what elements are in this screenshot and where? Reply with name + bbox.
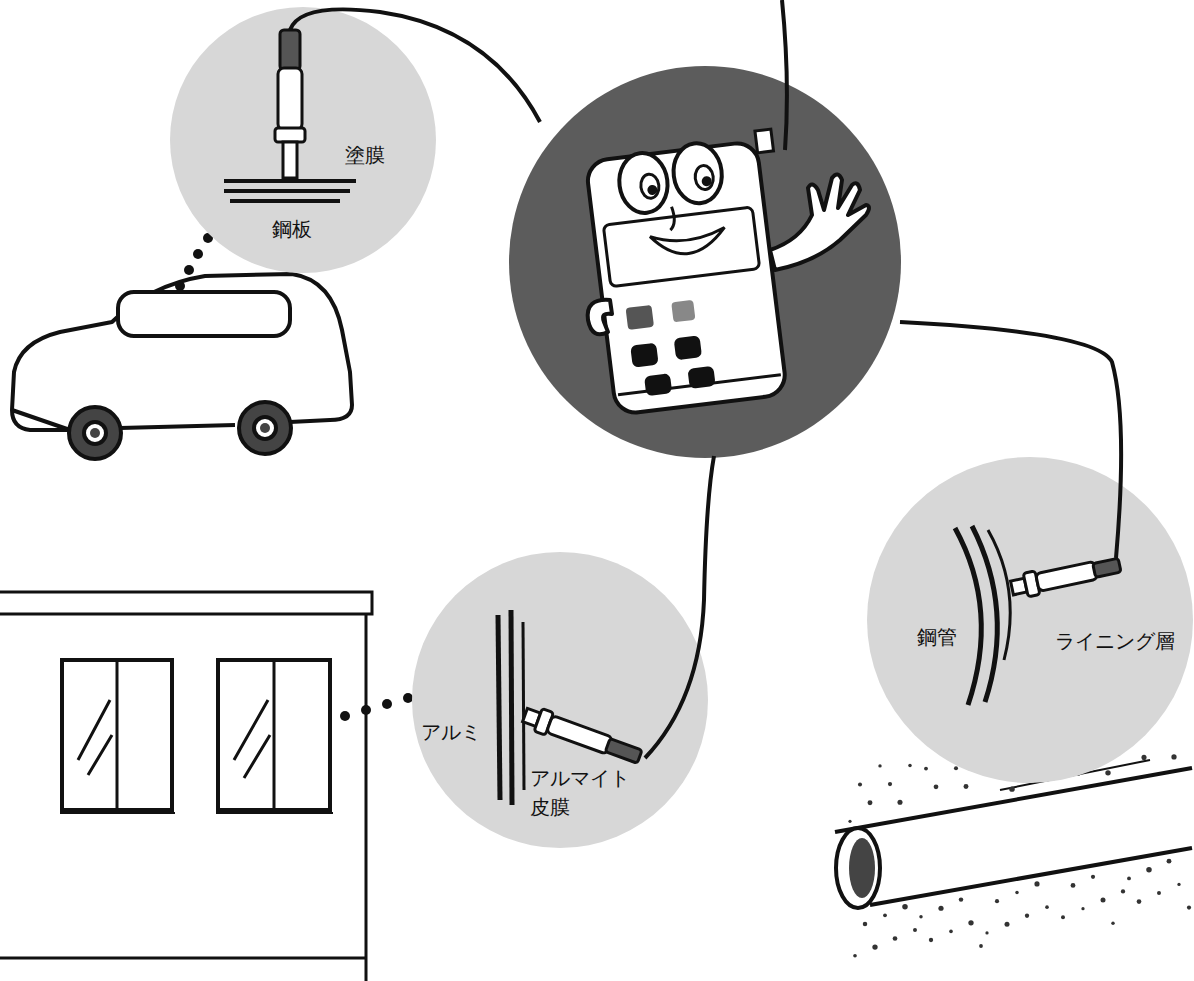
soil-dot [1101, 898, 1106, 903]
soil-dot [1141, 755, 1146, 760]
soil-dot [1071, 883, 1076, 888]
soil-dot [868, 800, 873, 805]
soil-dot [1171, 754, 1176, 759]
soil-dot [968, 920, 973, 925]
label-holder: アルマイト 皮膜 [530, 764, 638, 822]
soil-dot [1167, 859, 1172, 864]
soil-dot [934, 784, 939, 789]
soil-dot [1157, 891, 1161, 895]
soil-dot [964, 784, 969, 789]
soil-dot [853, 954, 857, 958]
probe-cable [290, 0, 1121, 758]
label-holder: 鋼板 [272, 215, 312, 244]
soil-dot [954, 766, 958, 770]
soil-dot [1081, 907, 1084, 910]
probe [521, 704, 644, 768]
building [0, 592, 372, 981]
soil-dot [985, 931, 988, 934]
material-label: アルミ [421, 718, 481, 747]
soil-dot [919, 915, 922, 918]
callout-circle: 鋼管 ライニング層 [867, 457, 1193, 783]
soil-dot [1005, 922, 1010, 927]
soil-dot [848, 820, 851, 823]
label-holder: 塗膜 [345, 141, 385, 170]
soil-dot [1187, 906, 1191, 910]
soil-dot [1015, 891, 1018, 894]
center-circle [509, 66, 901, 458]
material-label: 鋼板 [272, 215, 312, 244]
soil-dot [924, 767, 928, 771]
soil-dot [1121, 889, 1125, 893]
soil-dot [1111, 922, 1114, 925]
soil-dot [938, 906, 943, 911]
steel-plate [224, 181, 356, 201]
soil-dot [1127, 876, 1131, 880]
soil-dot [902, 904, 908, 910]
soil-dot [1045, 905, 1049, 909]
soil-dot [888, 782, 892, 786]
material-label: ライニング層 [1055, 627, 1175, 656]
aluminium-plate [498, 610, 524, 805]
label-holder: ライニング層 [1055, 627, 1175, 656]
soil-dot [979, 944, 983, 948]
soil-dot [1177, 883, 1180, 886]
soil-dot [863, 922, 867, 926]
soil-dot [1025, 914, 1029, 918]
mascot-hand [588, 174, 869, 334]
material-label: 鋼管 [917, 623, 957, 652]
soil-dot [872, 944, 877, 949]
probe [1010, 553, 1123, 599]
pipe-wall [955, 526, 1010, 705]
soil-dot [1091, 875, 1095, 879]
soil-dot [893, 936, 898, 941]
label-holder: アルミ [421, 718, 481, 747]
label-holder: 鋼管 [917, 623, 957, 652]
soil-dot [1009, 786, 1014, 791]
soil-dot [1105, 770, 1110, 775]
car [12, 274, 352, 459]
soil-dot [929, 938, 933, 942]
callout-circle: 塗膜鋼板 [170, 7, 436, 273]
material-label: 塗膜 [345, 141, 385, 170]
soil-dot [897, 800, 902, 805]
soil-dot [949, 930, 953, 934]
soil-dot [995, 899, 999, 903]
soil-dot [878, 764, 881, 767]
soil-dot [858, 782, 862, 786]
probe [275, 30, 305, 178]
soil-dot [1146, 867, 1152, 873]
soil-dot [913, 928, 917, 932]
soil-dot [1034, 881, 1039, 886]
soil-dot [883, 913, 887, 917]
soil-dot [908, 764, 912, 768]
material-label: アルマイト 皮膜 [530, 764, 638, 822]
soil-dot [1061, 915, 1065, 919]
soil-dot [1137, 899, 1142, 904]
gauge-mascot [584, 129, 803, 415]
callout-circle: アルミアルマイト 皮膜 [412, 552, 708, 848]
soil-dot [959, 897, 963, 901]
